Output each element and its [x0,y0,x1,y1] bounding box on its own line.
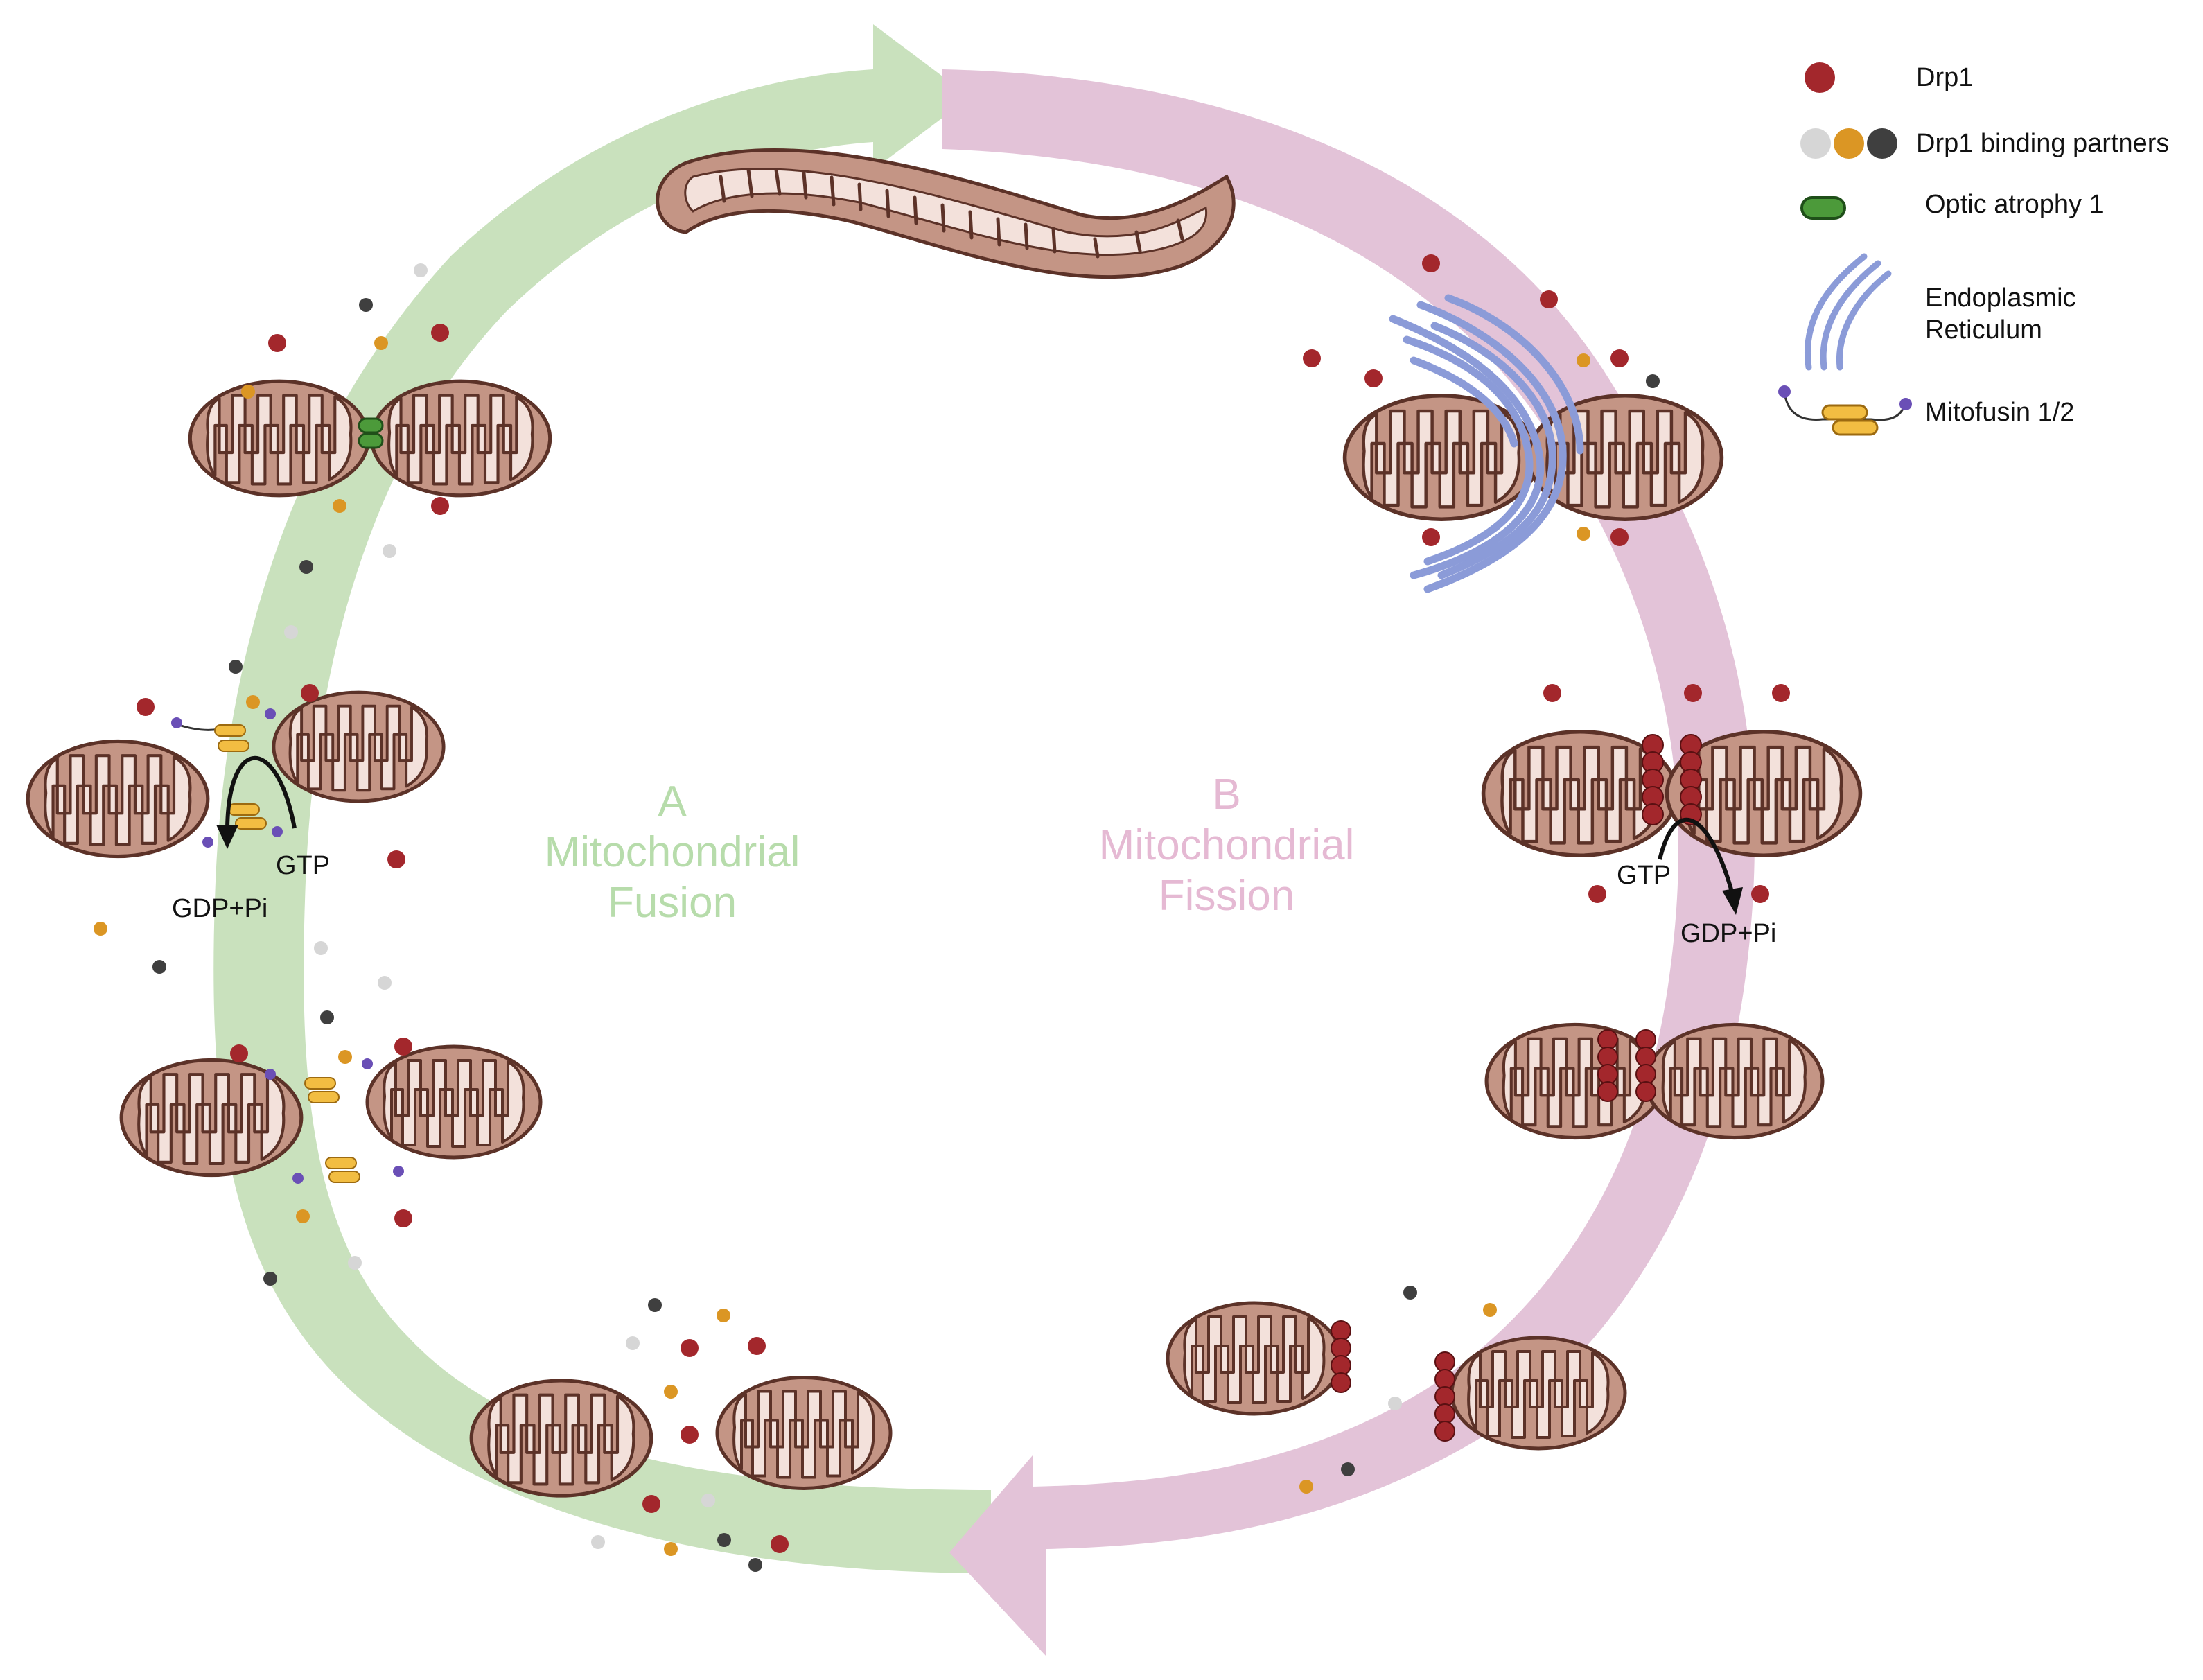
legend-mitofusin-label: Mitofusin 1/2 [1925,398,2075,427]
legend-partner-light [1800,128,1831,159]
opa1-dimer [358,417,384,434]
fusion-opa1-pair [190,381,550,496]
fusion-mitofusin-pair-2 [121,1047,541,1184]
gdp-label-left: GDP+Pi [172,894,268,923]
legend-drp1-label: Drp1 [1916,63,1974,92]
gtp-hydrolysis-arrow-right [1658,817,1735,895]
fusion-mitofusin-pair-1 [28,692,444,857]
legend-er-line2: Reticulum [1925,315,2042,344]
legend-partners-label: Drp1 binding partners [1916,129,2170,158]
legend-partner-orange [1834,128,1864,159]
drp1-oligomer-ring [1642,734,1702,825]
legend-er-line1: Endoplasmic [1925,283,2076,313]
fission-arrow [942,69,1755,1656]
legend-mitofusin-icon [1778,385,1912,436]
legend-drp1-marker [1805,62,1835,93]
fusion-label: A Mitochondrial Fusion [478,776,866,928]
scattered-drp1-and-partners [94,254,1790,1572]
legend-opa1-label: Optic atrophy 1 [1925,190,2104,219]
legend-er-label: Endoplasmic Reticulum [1925,283,2076,346]
fission-complete-pair [1168,1303,1625,1449]
fusion-title-line1: Mitochondrial [544,828,800,877]
fission-letter: B [1212,771,1241,819]
gtp-label-left: GTP [276,851,331,880]
fission-drp1-ring-2 [1486,1024,1823,1137]
legend-opa1-marker [1800,196,1846,220]
fission-drp1-ring-1 [1484,732,1861,915]
elongated-mitochondrion [656,148,1236,279]
fusion-title-line2: Fusion [607,879,737,927]
fission-title-line2: Fission [1158,872,1295,920]
legend [1778,62,1912,436]
endoplasmic-reticulum-tubules [1389,294,1584,593]
legend-partner-dark [1867,128,1897,159]
fission-label: B Mitochondrial Fission [1033,769,1421,921]
gtp-label-right: GTP [1617,861,1671,890]
gdp-label-right: GDP+Pi [1680,919,1777,948]
fission-er-constriction [1345,294,1722,593]
gtp-hydrolysis-arrow-left [225,756,297,829]
fission-title-line1: Mitochondrial [1098,821,1355,870]
legend-er-icon [1805,253,1892,371]
fusion-letter: A [658,778,687,825]
